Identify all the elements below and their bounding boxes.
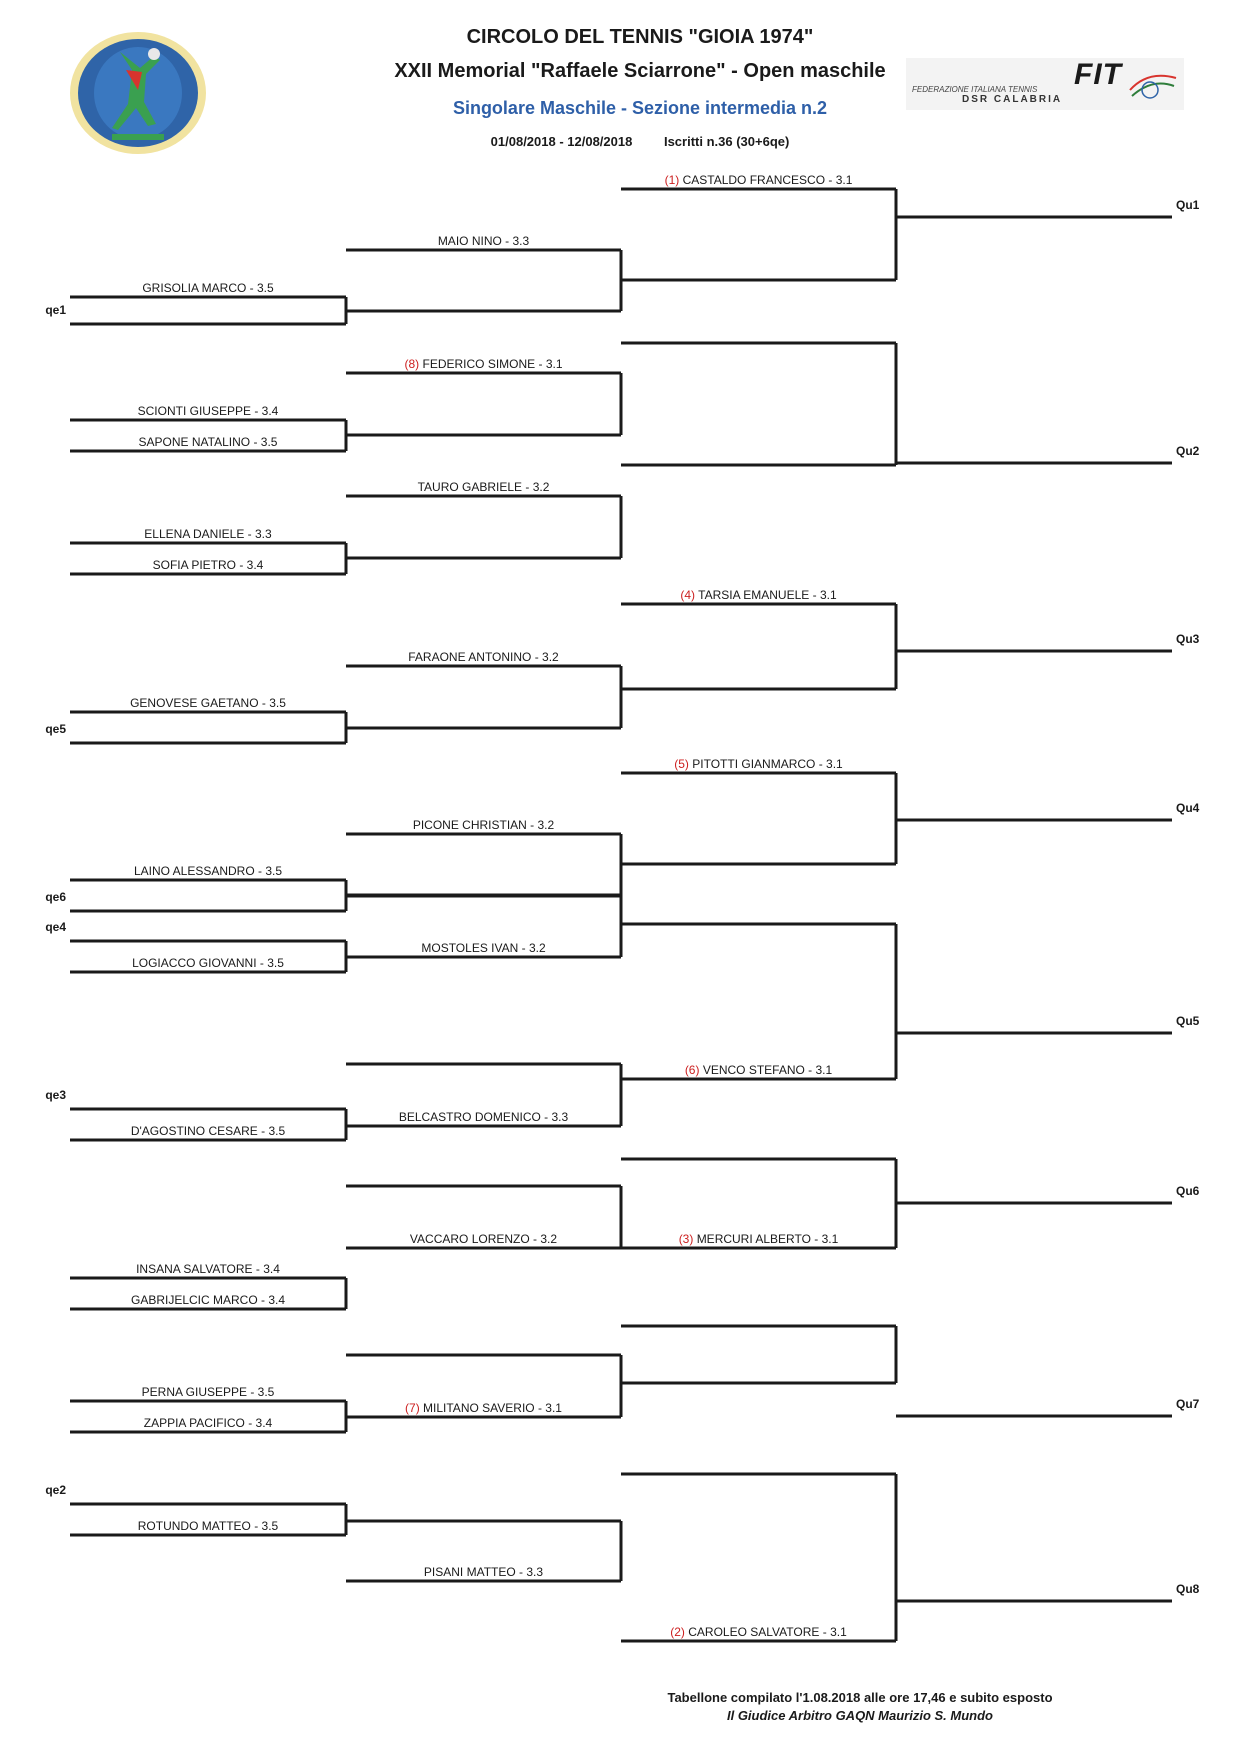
round1-player: GENOVESE GAETANO - 3.5 [130,696,286,710]
tournament-title: XXII Memorial "Raffaele Sciarrone" - Ope… [394,60,886,82]
qualifier-slot-label: Qu4 [1176,801,1200,815]
entries-count: Iscritti n.36 (30+6qe) [663,134,790,149]
footer-compiled-note: Tabellone compilato l'1.08.2018 alle ore… [667,1690,1053,1705]
round1-player: INSANA SALVATORE - 3.4 [136,1262,280,1276]
qualifier-entry-tag: qe4 [45,920,66,934]
round1-player: GABRIJELCIC MARCO - 3.4 [131,1293,285,1307]
round2-player: FARAONE ANTONINO - 3.2 [408,650,559,664]
fit-logo-subtitle: FEDERAZIONE ITALIANA TENNIS [912,85,1038,94]
qualifier-slot-label: Qu2 [1176,444,1200,458]
date-range: 01/08/2018 - 12/08/2018 [490,134,633,149]
qualifier-slot-label: Qu8 [1176,1582,1200,1596]
round1-player: LOGIACCO GIOVANNI - 3.5 [132,956,284,970]
qualifier-slot-label: Qu5 [1176,1014,1200,1028]
fit-logo: FIT FEDERAZIONE ITALIANA TENNIS DSR CALA… [906,58,1184,110]
qualifier-slot-label: Qu7 [1176,1397,1200,1411]
tournament-dates: 01/08/2018 - 12/08/2018 Iscritti n.36 (3… [20,134,1240,149]
club-title: CIRCOLO DEL TENNIS "GIOIA 1974" [466,26,814,48]
round1-player: ROTUNDO MATTEO - 3.5 [138,1519,279,1533]
fit-logo-region: DSR CALABRIA [962,94,1063,105]
round3-player: (6) VENCO STEFANO - 3.1 [685,1063,833,1077]
round2-player: PICONE CHRISTIAN - 3.2 [413,818,555,832]
round1-player: LAINO ALESSANDRO - 3.5 [134,864,282,878]
club-logo [68,30,208,161]
round1-player: ELLENA DANIELE - 3.3 [144,527,272,541]
round2-player: VACCARO LORENZO - 3.2 [410,1232,557,1246]
qualifier-entry-tag: qe5 [45,722,66,736]
round3-player: (4) TARSIA EMANUELE - 3.1 [680,588,837,602]
round2-player: TAURO GABRIELE - 3.2 [418,480,550,494]
round2-player: (8) FEDERICO SIMONE - 3.1 [404,357,562,371]
round2-player: (7) MILITANO SAVERIO - 3.1 [405,1401,562,1415]
round1-player: PERNA GIUSEPPE - 3.5 [142,1385,275,1399]
round1-player: SOFIA PIETRO - 3.4 [153,558,264,572]
round1-player: SCIONTI GIUSEPPE - 3.4 [138,404,279,418]
round1-player: D'AGOSTINO CESARE - 3.5 [131,1124,286,1138]
fit-swoosh-icon [1129,74,1177,99]
round2-player: MOSTOLES IVAN - 3.2 [421,941,546,955]
round3-player: (3) MERCURI ALBERTO - 3.1 [679,1232,839,1246]
qualifier-entry-tag: qe3 [45,1088,66,1102]
qualifier-slot-label: Qu1 [1176,198,1200,212]
section-title: Singolare Maschile - Sezione intermedia … [452,98,828,118]
round2-player: MAIO NINO - 3.3 [438,234,530,248]
fit-logo-text: FIT [1074,58,1122,91]
round3-player: (5) PITOTTI GIANMARCO - 3.1 [674,757,843,771]
qualifier-entry-tag: qe6 [45,890,66,904]
qualifier-entry-tag: qe1 [45,303,66,317]
round3-player: (2) CAROLEO SALVATORE - 3.1 [670,1625,847,1639]
footer-referee: Il Giudice Arbitro GAQN Maurizio S. Mund… [726,1708,994,1723]
round2-player: BELCASTRO DOMENICO - 3.3 [399,1110,569,1124]
round1-player: GRISOLIA MARCO - 3.5 [142,281,274,295]
round3-player: (1) CASTALDO FRANCESCO - 3.1 [665,173,853,187]
round1-player: SAPONE NATALINO - 3.5 [139,435,278,449]
qualifier-slot-label: Qu6 [1176,1184,1200,1198]
qualifier-slot-label: Qu3 [1176,632,1200,646]
round1-player: ZAPPIA PACIFICO - 3.4 [144,1416,273,1430]
qualifier-entry-tag: qe2 [45,1483,66,1497]
round2-player: PISANI MATTEO - 3.3 [424,1565,543,1579]
